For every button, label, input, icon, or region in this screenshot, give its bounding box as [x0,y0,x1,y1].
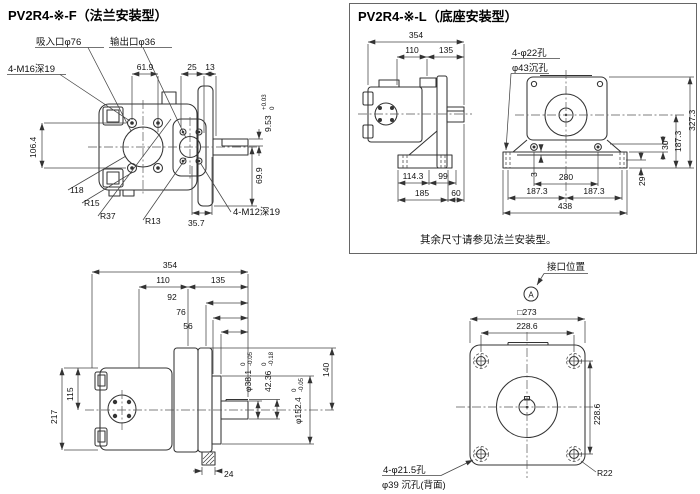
face-centerlines [456,332,600,478]
dim-99: 99 [438,171,448,181]
foot-cbore-label: φ43沉孔 [512,63,548,74]
dim-187-3-left: 187.3 [526,186,548,196]
dim-217: 217 [49,410,59,424]
spigot-tol-upper: 0 [291,388,298,392]
dim-140: 140 [321,363,331,377]
dim-61-9: 61.9 [137,62,154,72]
dim-327-3: 327.3 [687,109,697,131]
suction-port-label: 吸入口φ76 [36,37,81,48]
foot-side-hidden-holes [402,155,446,168]
dim-key-height: 42.36 [263,370,273,392]
dim-228-6-vertical: 228.6 [592,403,602,425]
face-holes-label: 4-φ21.5孔 [383,465,426,476]
foot-holes-label: 4-φ22孔 [512,48,547,59]
dim-r15: R15 [84,198,100,208]
dim-228-6-horizontal: 228.6 [516,321,538,331]
side-dimensions [59,269,336,475]
flange-centerlines [88,100,258,196]
drain-hatching [202,452,215,465]
dim-187-3-right: 187.3 [583,186,605,196]
key-tol-upper-side: 0 [261,362,268,366]
dim-114-3: 114.3 [403,171,424,181]
mounting-face-view: 接口位置 A □273 228.6 228.6 R22 4-φ21.5孔 φ39… [382,261,613,491]
flange-side-view: 354 110 135 92 76 56 217 115 24 φ38.1 0 … [49,260,336,479]
dim-354-main: 354 [163,260,177,270]
dim-24: 24 [224,469,234,479]
foot-mount-panel: PV2R4-※-L（底座安装型） [349,3,697,254]
foot-front-centerlines [515,70,684,202]
face-cbore-label: φ39 沉孔(背面) [382,479,446,491]
foot-front-outline [502,74,628,169]
dim-135-side: 135 [439,45,453,55]
side-centerlines [85,390,336,430]
dim-185: 185 [415,188,429,198]
dim-76: 76 [176,307,186,317]
dim-spigot-dia: φ152.4 [293,397,303,424]
dim-r37: R37 [100,211,116,221]
dim-13: 13 [205,62,215,72]
foot-side-port-dots [378,106,394,122]
dim-187-3-vert: 187.3 [673,130,683,152]
key-tol-lower: 0 [269,106,276,110]
panel-border [349,3,697,254]
port-position-label: 接口位置 [547,261,585,273]
port-position-symbol-circle [523,286,539,302]
foot-front-hidden-holes [505,152,625,168]
dim-29: 29 [637,176,647,186]
dim-135-main: 135 [211,275,225,285]
side-body-outline [94,347,249,466]
dim-118: 118 [70,185,84,195]
dim-35-7: 35.7 [188,218,205,228]
dim-280: 280 [559,172,573,182]
dim-110-side: 110 [405,45,419,55]
key-tol-upper: +0.03 [261,94,268,110]
dim-r22: R22 [597,468,613,478]
foot-side-outline [362,75,465,169]
dim-115: 115 [65,387,75,401]
dim-92: 92 [167,292,177,302]
dim-56: 56 [183,321,193,331]
dim-69-9: 69.9 [254,167,264,184]
foot-front-dots [532,113,600,149]
port-position-symbol: A [528,291,534,300]
outlet-port-label: 输出口φ36 [110,36,155,48]
dim-3: 3 [529,172,539,177]
m12-thread-label: 4-M12深19 [233,207,280,218]
dim-key-width: 9.53 [263,115,273,132]
shaft-tol-lower: -0.05 [247,351,254,366]
dim-square-273: □273 [517,307,537,317]
foot-side-dimensions [367,39,465,203]
foot-view-title: PV2R4-※-L（底座安装型） [358,9,518,24]
dim-r13: R13 [145,216,161,226]
foot-view-note: 其余尺寸请参见法兰安装型。 [420,233,557,246]
face-dimensions [382,273,597,476]
dim-438: 438 [558,201,572,211]
dim-60: 60 [451,188,461,198]
foot-front-dimensions [502,58,694,216]
flange-body-outline [98,85,249,207]
dim-354-side: 354 [409,30,423,40]
spigot-tol-lower: -0.05 [298,377,305,392]
flange-dimension-lines [7,47,263,221]
dim-30: 30 [660,140,670,150]
dim-shaft-dia: φ38.1 [243,370,253,392]
m16-thread-label: 4-M16深19 [8,64,55,75]
dim-25: 25 [187,62,197,72]
dim-106-4: 106.4 [28,136,38,158]
flange-front-view: PV2R4-※-F（法兰安装型） [7,8,280,228]
flange-view-title: PV2R4-※-F（法兰安装型） [8,8,168,23]
shaft-tol-upper: 0 [240,362,247,366]
dim-110-main: 110 [156,275,170,285]
key-tol-lower-side: -0.18 [268,351,275,366]
side-port-dots [112,399,132,419]
